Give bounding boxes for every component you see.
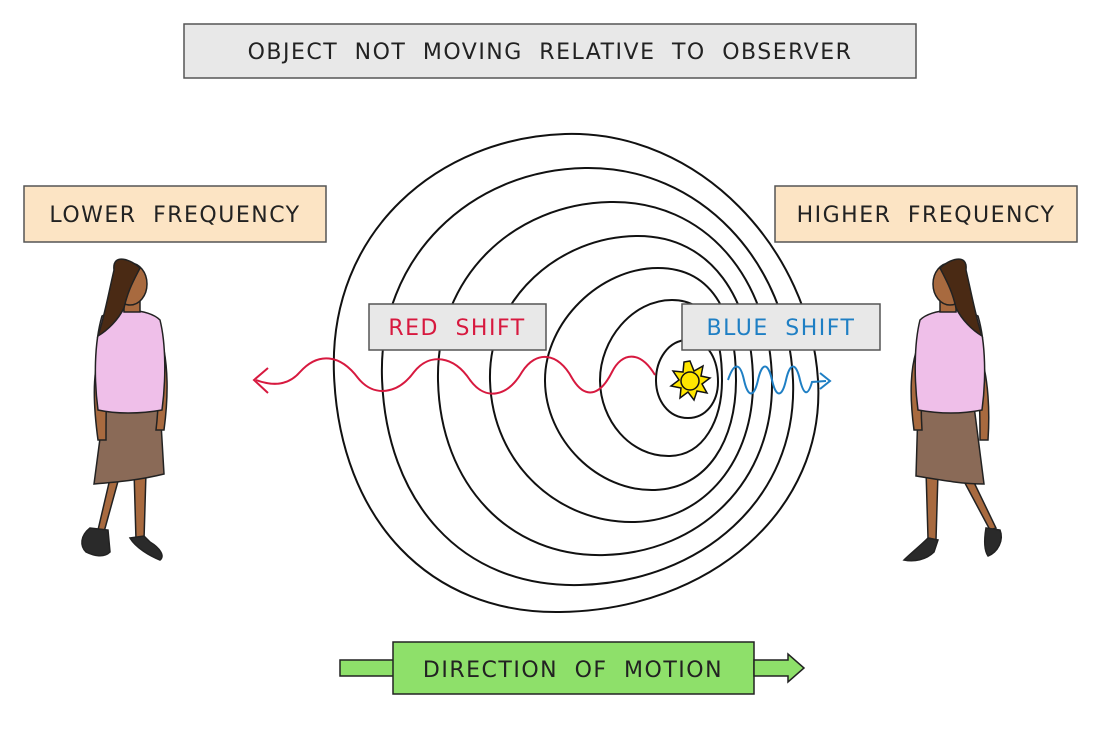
sun-icon	[669, 360, 712, 402]
higher-frequency-text: HIGHER FREQUENCY	[797, 203, 1056, 228]
wavefronts	[332, 132, 820, 614]
red-wave	[252, 355, 656, 395]
higher-frequency-label: HIGHER FREQUENCY	[774, 185, 1078, 243]
title-text: OBJECT NOT MOVING RELATIVE TO OBSERVER	[248, 40, 853, 65]
blue-wave	[727, 365, 832, 395]
wavefront-7	[654, 338, 720, 420]
wavefront-4	[488, 234, 755, 524]
red-shift-label: RED SHIFT	[368, 303, 547, 351]
wavefront-1	[332, 132, 820, 614]
direction-of-motion-arrow: DIRECTION OF MOTION	[339, 641, 806, 695]
left-observer-person-icon	[81, 258, 168, 561]
blue-shift-label: BLUE SHIFT	[681, 303, 881, 351]
title-box: OBJECT NOT MOVING RELATIVE TO OBSERVER	[183, 23, 917, 79]
lower-frequency-text: LOWER FREQUENCY	[49, 203, 300, 228]
right-observer-person-icon	[902, 258, 1002, 562]
lower-frequency-label: LOWER FREQUENCY	[23, 185, 327, 243]
blue-shift-text: BLUE SHIFT	[707, 316, 856, 341]
direction-of-motion-text: DIRECTION OF MOTION	[423, 658, 723, 683]
wavefront-3	[436, 200, 774, 557]
red-shift-text: RED SHIFT	[388, 316, 525, 341]
wavefront-2	[380, 166, 795, 587]
